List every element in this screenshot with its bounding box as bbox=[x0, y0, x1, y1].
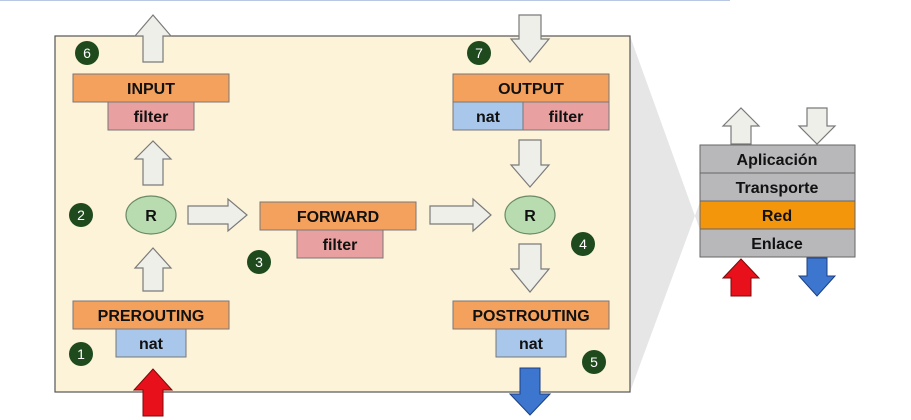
layer-aplicacion-label: Aplicación bbox=[737, 152, 818, 169]
step-badge-3-label: 3 bbox=[255, 254, 263, 270]
routing-node-right-label: R bbox=[524, 208, 536, 225]
stack-arrow-up bbox=[721, 107, 761, 145]
stack-arrow-incoming bbox=[721, 258, 761, 297]
chain-output-title: OUTPUT bbox=[498, 81, 564, 98]
chain-forward: FORWARD filter bbox=[259, 201, 417, 259]
internal-arrows bbox=[133, 14, 837, 293]
chain-input-title: INPUT bbox=[127, 81, 175, 98]
step-badges: 1 2 3 4 5 6 7 bbox=[69, 41, 606, 374]
arrow-r-to-postrouting bbox=[509, 243, 551, 293]
step-badge-2: 2 bbox=[69, 203, 93, 227]
layer-red bbox=[699, 200, 856, 230]
output-table-filter: filter bbox=[549, 109, 584, 126]
stack-arrow-down bbox=[797, 107, 837, 145]
step-badge-4: 4 bbox=[571, 232, 595, 256]
step-badge-5-label: 5 bbox=[590, 354, 598, 370]
postrouting-table-nat: nat bbox=[519, 336, 544, 353]
step-badge-3: 3 bbox=[247, 250, 271, 274]
stack-arrow-outgoing bbox=[797, 257, 837, 297]
chain-prerouting-title: PREROUTING bbox=[98, 308, 205, 325]
layer-transporte bbox=[699, 172, 856, 202]
output-table-nat: nat bbox=[476, 109, 501, 126]
prerouting-table-nat: nat bbox=[139, 336, 164, 353]
arrow-output-to-r bbox=[509, 139, 551, 188]
step-badge-6: 6 bbox=[75, 41, 99, 65]
step-badge-7-label: 7 bbox=[475, 45, 483, 61]
chain-postrouting-title: POSTROUTING bbox=[472, 308, 589, 325]
layer-red-label: Red bbox=[762, 208, 792, 225]
arrow-forward-to-r bbox=[429, 197, 492, 233]
layer-enlace-label: Enlace bbox=[751, 236, 803, 253]
arrow-outgoing-packet bbox=[508, 367, 552, 416]
chain-output: OUTPUT nat filter bbox=[452, 73, 610, 131]
routing-node-left: R bbox=[125, 195, 177, 235]
routing-node-right: R bbox=[504, 195, 556, 235]
layer-transporte-label: Transporte bbox=[736, 180, 819, 197]
arrow-prerouting-to-r bbox=[133, 247, 173, 292]
arrow-r-to-input bbox=[133, 140, 173, 186]
step-badge-6-label: 6 bbox=[83, 45, 91, 61]
arrow-r-to-forward bbox=[187, 197, 248, 233]
step-badge-1-label: 1 bbox=[77, 346, 85, 362]
step-badge-7: 7 bbox=[467, 41, 491, 65]
layer-enlace bbox=[699, 228, 856, 258]
forward-table-filter: filter bbox=[323, 237, 358, 254]
step-badge-5: 5 bbox=[582, 350, 606, 374]
chain-input: INPUT filter bbox=[72, 73, 230, 131]
step-badge-4-label: 4 bbox=[579, 236, 587, 252]
chain-postrouting: POSTROUTING nat bbox=[452, 300, 610, 358]
chain-forward-title: FORWARD bbox=[297, 209, 379, 226]
protocol-stack: Aplicación Transporte Red Enlace bbox=[699, 144, 856, 258]
zoom-wedge bbox=[630, 36, 700, 392]
routing-node-left-label: R bbox=[145, 208, 157, 225]
step-badge-2-label: 2 bbox=[77, 207, 85, 223]
step-badge-1: 1 bbox=[69, 342, 93, 366]
input-table-filter: filter bbox=[134, 109, 169, 126]
arrow-incoming-packet bbox=[132, 368, 174, 417]
arrow-input-up bbox=[133, 14, 173, 63]
arrow-into-output bbox=[509, 14, 551, 63]
chain-prerouting: PREROUTING nat bbox=[72, 300, 230, 358]
